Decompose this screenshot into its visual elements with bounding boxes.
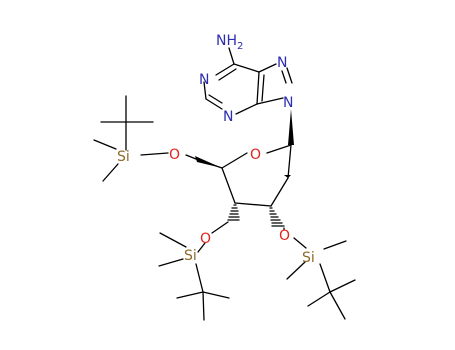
si-5prime-label: Si <box>117 149 130 165</box>
tbdms-5prime-bonds <box>93 95 169 182</box>
n-ring-c-label: N <box>277 55 287 71</box>
si-3prime-label: Si <box>184 248 197 264</box>
si-2prime-label: Si <box>302 250 315 266</box>
adenine-bonds <box>203 47 293 115</box>
c3-hash <box>227 204 240 221</box>
tbdms-2prime-bonds <box>283 227 356 320</box>
o-5prime-label: O <box>169 147 180 163</box>
c2-hash <box>269 207 285 227</box>
tbdms-3prime-bonds <box>158 221 230 321</box>
o-2prime-label: O <box>279 228 290 244</box>
c4-wedge <box>195 156 222 168</box>
o-ring-label: O <box>250 147 261 163</box>
n-glycosidic-label: N <box>283 95 293 111</box>
ribose-bonds <box>185 144 292 207</box>
glycosidic-wedge <box>288 109 294 145</box>
n-ring-a-label: N <box>199 72 209 88</box>
amine-label: NH2 <box>216 33 243 52</box>
n-ring-b-label: N <box>223 109 233 125</box>
o-3prime-label: O <box>200 231 211 247</box>
c1-wedge <box>284 175 291 178</box>
